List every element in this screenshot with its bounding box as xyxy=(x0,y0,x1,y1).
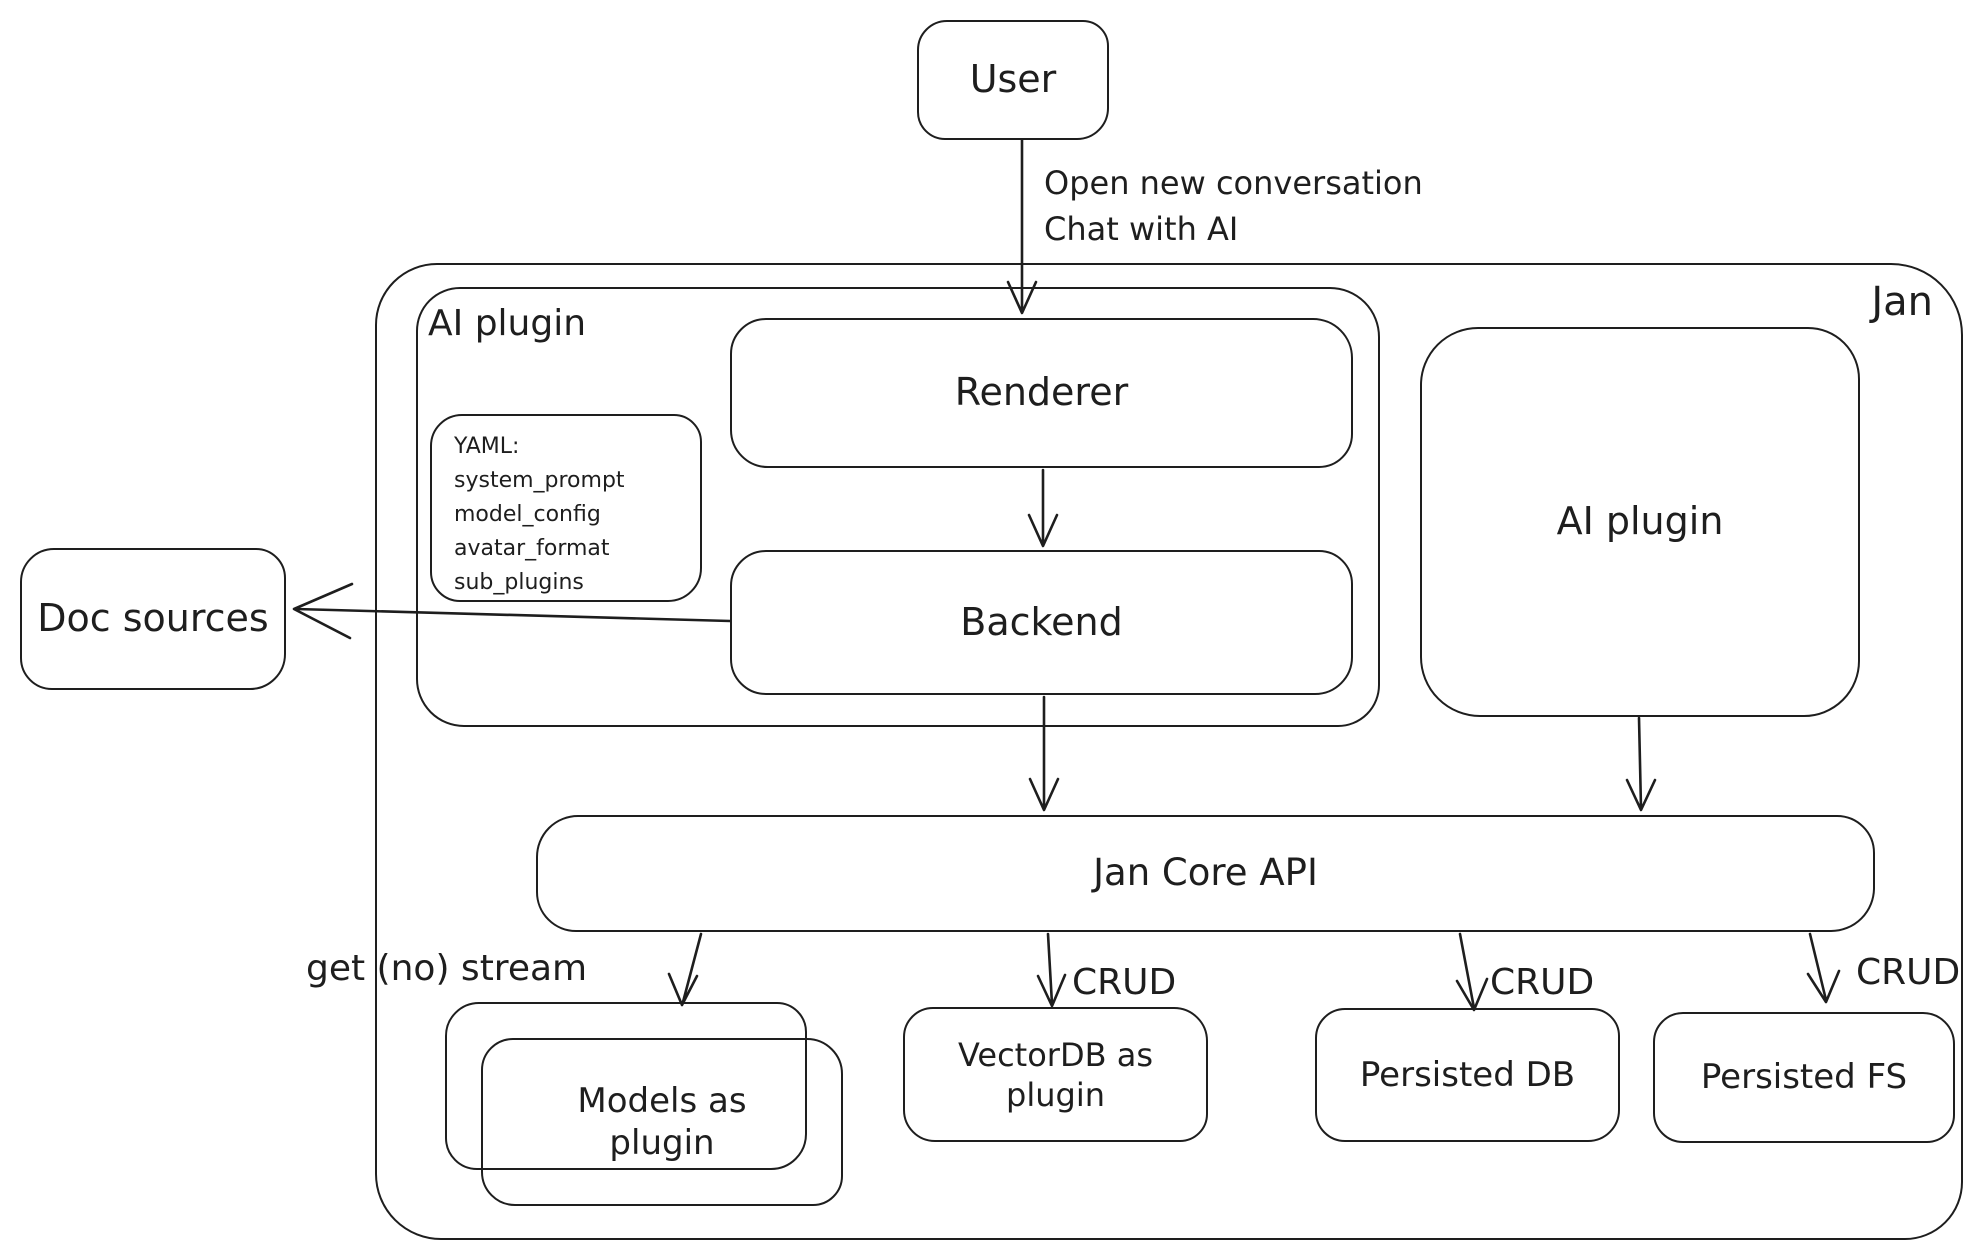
renderer-label: Renderer xyxy=(954,370,1129,415)
ai-plugin-right-node: AI plugin xyxy=(1420,327,1860,717)
vectordb-as-plugin-node: VectorDB as plugin xyxy=(903,1007,1208,1142)
persisted-fs-node: Persisted FS xyxy=(1653,1012,1955,1143)
edge-label-line: Open new conversation xyxy=(1044,164,1423,202)
models-as-plugin-label: Models as plugin xyxy=(577,1080,747,1164)
jan-core-api-node: Jan Core API xyxy=(536,815,1875,932)
edge-label-user-to-renderer: Open new conversation Chat with AI xyxy=(1044,160,1423,252)
models-as-plugin-node: Models as plugin xyxy=(481,1038,843,1206)
edge-label-crud-persisted-db: CRUD xyxy=(1490,962,1595,1003)
edge-label-get-no-stream: get (no) stream xyxy=(306,948,588,989)
ai-plugin-left-container-label: AI plugin xyxy=(428,303,587,344)
renderer-node: Renderer xyxy=(730,318,1353,468)
yaml-note-node: YAML: system_prompt model_config avatar_… xyxy=(430,414,702,602)
backend-node: Backend xyxy=(730,550,1353,695)
yaml-line: sub_plugins xyxy=(454,570,584,595)
doc-sources-node: Doc sources xyxy=(20,548,286,690)
persisted-fs-label: Persisted FS xyxy=(1700,1057,1908,1098)
yaml-note-text: YAML: system_prompt model_config avatar_… xyxy=(432,416,700,600)
yaml-line: YAML: xyxy=(454,434,520,459)
yaml-line: system_prompt xyxy=(454,468,625,493)
vectordb-as-plugin-label: VectorDB as plugin xyxy=(957,1035,1153,1114)
user-node: User xyxy=(917,20,1109,140)
ai-plugin-right-label: AI plugin xyxy=(1556,499,1724,544)
edge-label-crud-persisted-fs: CRUD xyxy=(1856,952,1961,993)
persisted-db-label: Persisted DB xyxy=(1359,1054,1576,1095)
jan-container-label: Jan xyxy=(1871,279,1933,325)
models-as-plugin-back-node xyxy=(445,1002,807,1170)
edge-label-line: Chat with AI xyxy=(1044,210,1239,248)
jan-core-api-label: Jan Core API xyxy=(1093,851,1318,895)
user-label: User xyxy=(969,57,1057,102)
edge-label-crud-vectordb: CRUD xyxy=(1072,962,1177,1003)
yaml-line: model_config xyxy=(454,502,601,527)
ai-plugin-left-container-node: AI plugin xyxy=(416,287,1380,727)
persisted-db-node: Persisted DB xyxy=(1315,1008,1620,1142)
doc-sources-label: Doc sources xyxy=(37,596,269,641)
backend-label: Backend xyxy=(960,599,1123,644)
yaml-line: avatar_format xyxy=(454,536,610,561)
jan-container-node: Jan xyxy=(375,263,1963,1240)
